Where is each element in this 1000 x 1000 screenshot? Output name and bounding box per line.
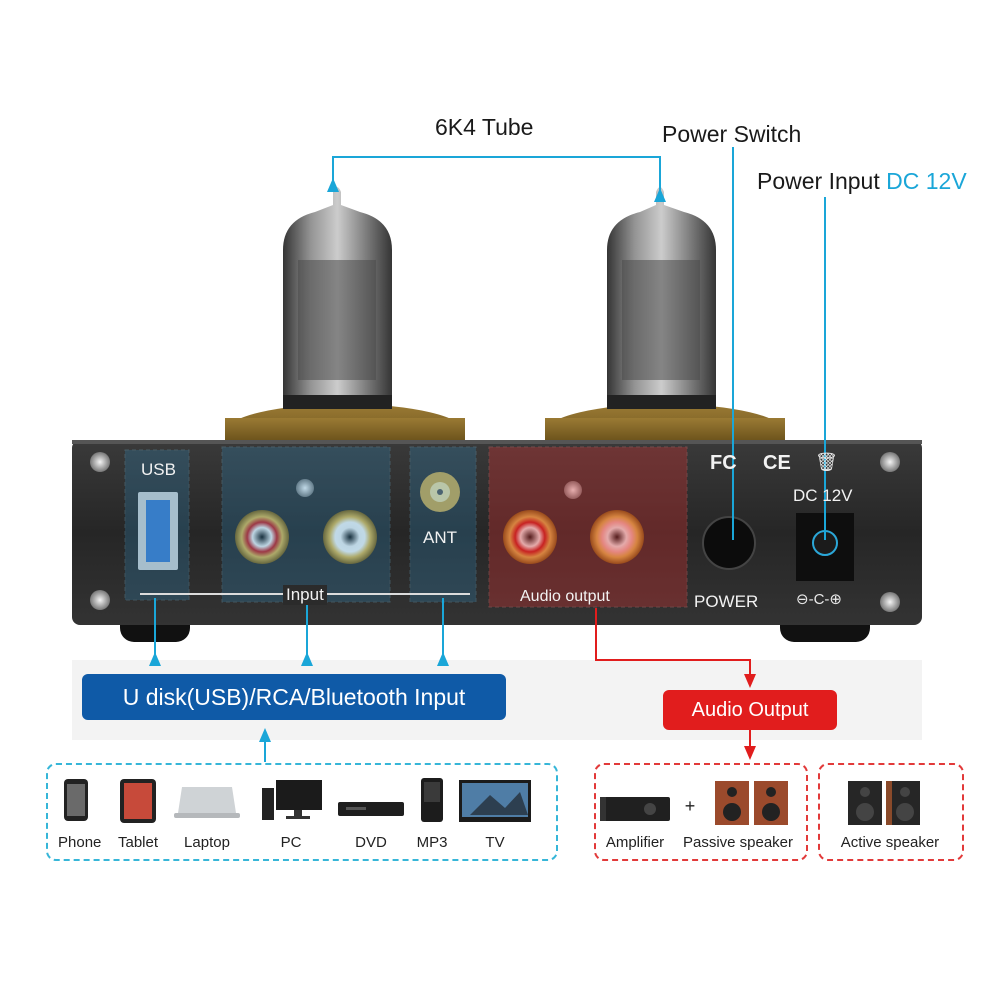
leader-arrows bbox=[149, 178, 666, 742]
weee-icon: 🗑 bbox=[815, 452, 838, 472]
panel-screws bbox=[90, 452, 900, 612]
amplifier-label: Amplifier bbox=[605, 834, 665, 851]
active-output-box bbox=[818, 763, 964, 861]
pc-icon bbox=[262, 780, 322, 820]
source-mp3-label: MP3 bbox=[416, 834, 448, 851]
input-label: Input bbox=[283, 585, 327, 605]
rca-input-red[interactable] bbox=[235, 510, 289, 564]
tube-callout: 6K4 Tube bbox=[435, 114, 534, 140]
active-speaker-label: Active speaker bbox=[840, 834, 940, 851]
output-highlight bbox=[488, 446, 688, 608]
rca-output-red[interactable] bbox=[503, 510, 557, 564]
source-devices-box bbox=[46, 763, 558, 861]
active-speaker-icon bbox=[848, 781, 920, 825]
vacuum-tube-left bbox=[225, 187, 465, 460]
leader-lines bbox=[154, 147, 826, 762]
dvd-icon bbox=[338, 802, 404, 816]
power-switch-callout: Power Switch bbox=[662, 121, 802, 147]
antenna-connector[interactable] bbox=[420, 472, 460, 512]
output-arrow-heads bbox=[744, 674, 756, 760]
source-laptop-label: Laptop bbox=[184, 834, 230, 851]
input-sources-button[interactable]: U disk(USB)/RCA/Bluetooth Input bbox=[82, 674, 506, 720]
ant-label: ANT bbox=[423, 528, 457, 547]
fc-mark: FC bbox=[710, 452, 737, 474]
usb-highlight bbox=[124, 449, 190, 601]
rca-input-white[interactable] bbox=[323, 510, 377, 564]
phone-icon bbox=[64, 779, 88, 821]
audio-output-button[interactable]: Audio Output bbox=[663, 690, 837, 730]
passive-speaker-label: Passive speaker bbox=[682, 834, 794, 851]
dc-label: DC 12V bbox=[793, 486, 853, 505]
audio-output-label: Audio output bbox=[520, 588, 610, 605]
ce-mark: CE bbox=[763, 452, 791, 474]
power-input-accent: DC 12V bbox=[886, 168, 967, 194]
source-dvd-label: DVD bbox=[355, 834, 387, 851]
source-tablet-label: Tablet bbox=[117, 834, 159, 851]
source-phone-label: Phone bbox=[58, 834, 102, 851]
usb-port[interactable] bbox=[138, 492, 178, 570]
ant-highlight bbox=[409, 446, 477, 603]
usb-label: USB bbox=[141, 460, 176, 479]
polarity-label: ⊖-C-⊕ bbox=[796, 591, 842, 608]
power-switch-knob[interactable] bbox=[702, 516, 756, 570]
tv-icon bbox=[459, 780, 531, 822]
rca-output-pink[interactable] bbox=[590, 510, 644, 564]
power-input-prefix: Power Input bbox=[757, 168, 887, 194]
amplifier-icon bbox=[600, 797, 670, 821]
source-tv-label: TV bbox=[485, 834, 505, 851]
plus-sign: + bbox=[684, 796, 696, 816]
input-highlight bbox=[221, 446, 391, 603]
mp3-icon bbox=[421, 778, 443, 822]
passive-speaker-icon bbox=[715, 781, 788, 825]
laptop-icon bbox=[174, 787, 240, 818]
vacuum-tube-right bbox=[545, 187, 785, 460]
power-label: POWER bbox=[694, 592, 759, 611]
tablet-icon bbox=[120, 779, 156, 823]
source-pc-label: PC bbox=[280, 834, 302, 851]
power-input-callout: Power Input DC 12V bbox=[757, 168, 967, 195]
passive-output-box bbox=[594, 763, 808, 861]
